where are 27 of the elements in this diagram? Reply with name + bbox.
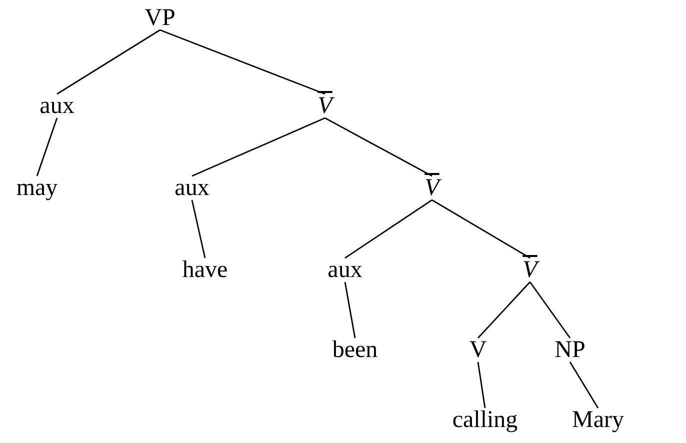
tree-branch xyxy=(477,362,486,408)
node-label: been xyxy=(330,336,380,364)
tree-branch xyxy=(344,282,356,338)
node-label: calling xyxy=(450,406,520,434)
node-label: NP xyxy=(552,336,588,364)
tree-branch xyxy=(569,362,599,408)
node-label: aux xyxy=(38,92,76,120)
tree-branch xyxy=(432,199,530,259)
v-bar-label: V xyxy=(316,92,334,120)
v-bar-label: V xyxy=(520,256,540,284)
node-label: aux xyxy=(172,174,212,202)
tree-branch xyxy=(36,118,58,176)
tree-branch xyxy=(324,117,432,177)
tree-branch xyxy=(191,200,206,258)
tree-branch xyxy=(477,282,531,338)
node-label: aux xyxy=(326,256,364,284)
node-label: have xyxy=(180,256,230,284)
tree-branch xyxy=(344,199,432,259)
tree-branch xyxy=(192,117,326,177)
node-label: may xyxy=(14,174,60,202)
node-label: Mary xyxy=(570,406,626,434)
tree-branch xyxy=(529,282,571,338)
tree-branch xyxy=(56,29,160,95)
node-label: V xyxy=(467,336,489,364)
tree-branch xyxy=(160,29,326,95)
node-label: VP xyxy=(142,4,178,32)
v-bar-label: V xyxy=(422,174,442,202)
